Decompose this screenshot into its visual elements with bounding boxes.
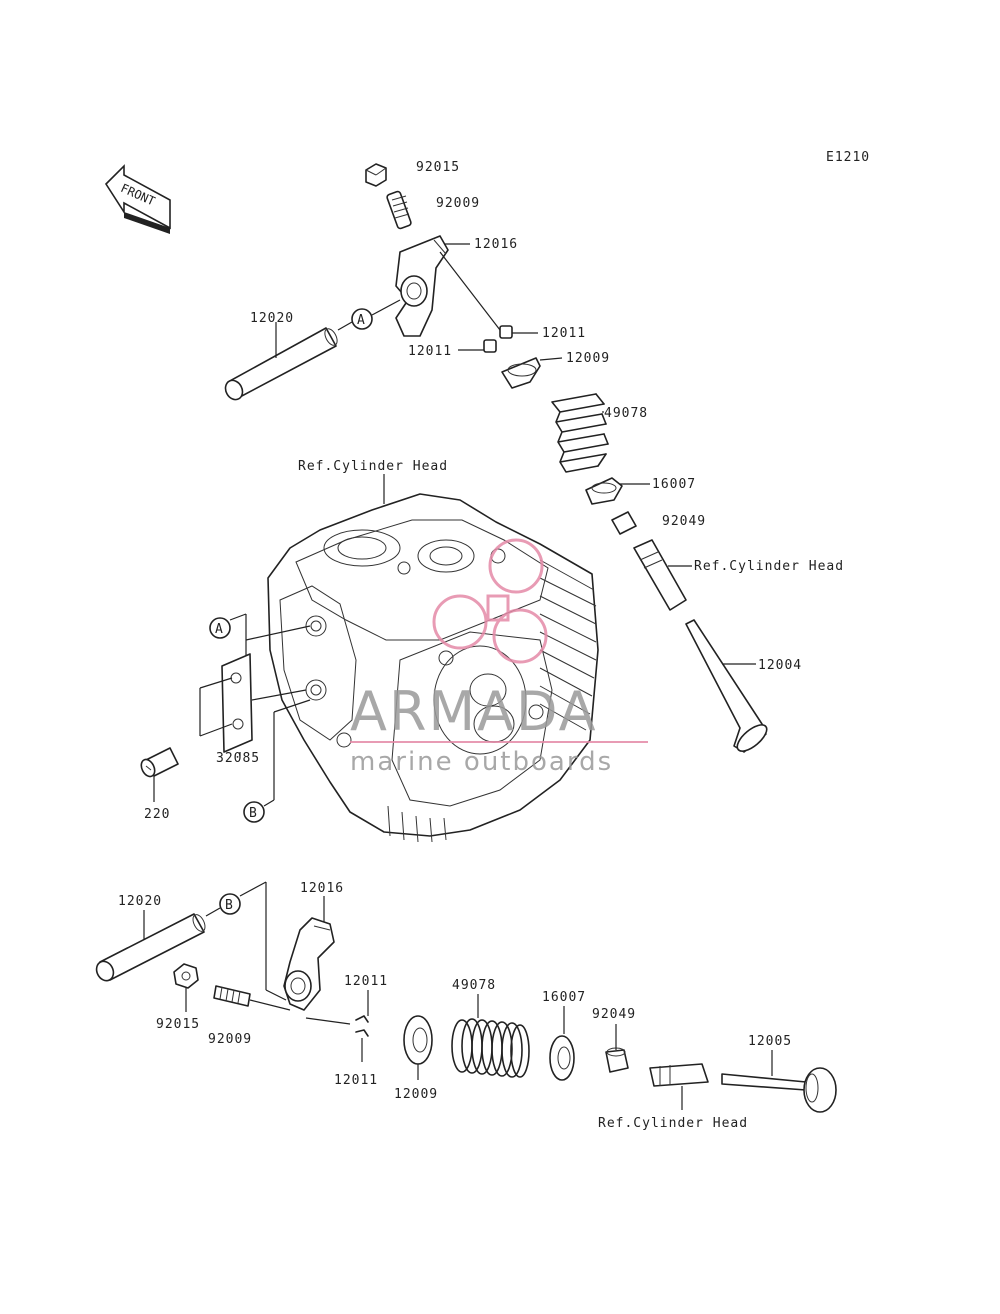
screw-92009-lower — [213, 985, 251, 1007]
shaft-12020-lower — [95, 913, 206, 982]
valve-guide-lower — [649, 1063, 709, 1087]
callout-b-lower-label: B — [225, 898, 234, 913]
label-12016-lower: 12016 — [300, 881, 344, 896]
spring-49078-upper — [551, 393, 609, 473]
seal-16007-upper — [585, 477, 623, 505]
cotter-12011-lower-a — [355, 1015, 369, 1023]
watermark-tagline: marine outboards — [350, 747, 613, 777]
label-12009-upper: 12009 — [566, 351, 610, 366]
label-12011-upper-left: 12011 — [408, 344, 452, 359]
label-12005: 12005 — [748, 1034, 792, 1049]
label-92015-upper: 92015 — [416, 160, 460, 175]
retainer-12009-upper — [501, 357, 541, 389]
label-32085: 32085 — [216, 751, 260, 766]
callout-a-head — [209, 617, 231, 639]
label-12020-upper: 12020 — [250, 311, 294, 326]
callout-b-head — [243, 801, 265, 823]
callout-b-head-label: B — [249, 806, 258, 821]
nut-92015-upper — [365, 163, 387, 187]
retainer-12009-lower — [403, 1015, 433, 1065]
valve-12004 — [685, 619, 768, 753]
label-16007-lower: 16007 — [542, 990, 586, 1005]
label-92049-lower: 92049 — [592, 1007, 636, 1022]
label-220: 220 — [144, 807, 170, 822]
label-92009-lower: 92009 — [208, 1032, 252, 1047]
label-ref-head-guide-upper: Ref.Cylinder Head — [694, 559, 844, 574]
label-92049-upper: 92049 — [662, 514, 706, 529]
seal-92049-upper — [611, 511, 637, 535]
callout-a-head-label: A — [215, 622, 224, 637]
screw-92009-upper — [386, 190, 412, 230]
label-12020-lower: 12020 — [118, 894, 162, 909]
cotter-12011-lower-b — [355, 1029, 369, 1037]
label-12011-lower-bottom: 12011 — [334, 1073, 378, 1088]
lower-rocker-assembly: 12020 B 12016 12011 12011 92015 — [95, 881, 837, 1131]
diagram-code: E1210 — [826, 150, 870, 165]
label-12011-lower-top: 12011 — [344, 974, 388, 989]
bolt-220 — [140, 747, 179, 778]
front-arrow-icon: FRONT — [104, 164, 171, 234]
watermark-brand: ARMADA — [350, 680, 598, 743]
cotter-12011-left — [483, 339, 497, 353]
label-12011-upper-right: 12011 — [542, 326, 586, 341]
seal-92049-lower — [605, 1047, 629, 1073]
callout-b-lower — [219, 893, 241, 915]
label-12009-lower: 12009 — [394, 1087, 438, 1102]
plate-32085 — [221, 653, 253, 753]
armada-logo-icon — [432, 538, 548, 664]
valve-guide-upper — [633, 539, 687, 611]
label-49078-lower: 49078 — [452, 978, 496, 993]
label-ref-head-guide-lower: Ref.Cylinder Head — [598, 1116, 748, 1131]
upper-rocker-assembly: 92015 92009 12016 12011 12011 — [224, 160, 844, 753]
callout-a-upper-label: A — [357, 313, 366, 328]
callout-a-upper — [351, 308, 373, 330]
rocker-arm-12016-upper — [395, 235, 449, 337]
spring-49078-lower — [451, 1018, 530, 1078]
cotter-12011-right — [499, 325, 513, 339]
cylinder-head: Ref.Cylinder Head A — [140, 459, 599, 843]
label-12016-upper: 12016 — [474, 237, 518, 252]
nut-92015-lower — [173, 963, 199, 989]
label-49078-upper: 49078 — [604, 406, 648, 421]
shaft-12020-upper — [224, 327, 338, 401]
valve-12005 — [721, 1067, 837, 1113]
label-92015-lower: 92015 — [156, 1017, 200, 1032]
rocker-arm-12016-lower — [283, 917, 335, 1011]
label-92009-upper: 92009 — [436, 196, 480, 211]
armada-watermark: ARMADA marine outboards — [350, 538, 648, 777]
seal-16007-lower — [549, 1035, 575, 1081]
label-16007-upper: 16007 — [652, 477, 696, 492]
label-ref-cylinder-head: Ref.Cylinder Head — [298, 459, 448, 474]
label-12004: 12004 — [758, 658, 802, 673]
